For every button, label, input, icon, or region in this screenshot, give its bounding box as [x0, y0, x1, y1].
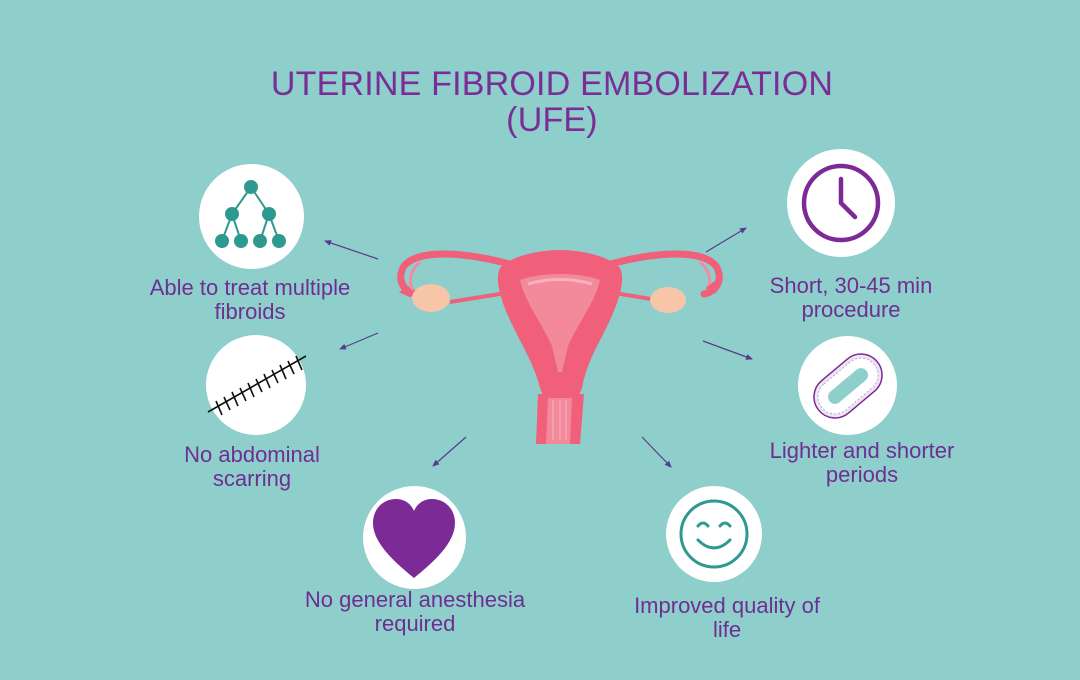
title-line-1: UTERINE FIBROID EMBOLIZATION: [270, 65, 834, 103]
clock-icon: [801, 163, 881, 243]
benefit-label-short-procedure: Short, 30-45 min procedure: [769, 273, 933, 322]
arrow-to-multiple-fibroids: [324, 240, 379, 260]
multiple-fibroids-icon-circle: [199, 164, 304, 269]
right-ovary: [650, 287, 686, 313]
smiley-face-icon: [679, 499, 749, 569]
no-scarring-icon-circle: [206, 335, 307, 435]
stitched-scar-icon: [207, 355, 307, 416]
benefit-label-no-anesthesia: No general anesthesia required: [304, 587, 526, 636]
title-line-2: (UFE): [506, 101, 598, 139]
benefit-label-no-scarring: No abdominal scarring: [184, 442, 320, 491]
quality-of-life-icon-circle: [666, 486, 762, 582]
arrow-to-no-scarring: [339, 332, 379, 350]
arrow-to-lighter-periods: [702, 340, 753, 360]
short-procedure-icon-circle: [787, 149, 895, 257]
benefit-label-lighter-periods: Lighter and shorter periods: [769, 438, 955, 487]
tree-diagram-icon: [215, 180, 286, 248]
left-ovary: [412, 284, 450, 312]
no-anesthesia-icon-circle: [363, 486, 466, 589]
page-title: UTERINE FIBROID EMBOLIZATION (UFE): [0, 66, 1080, 138]
sanitary-pad-icon: [813, 353, 883, 419]
arrow-to-quality-of-life: [641, 436, 672, 468]
arrow-to-short-procedure: [705, 227, 747, 253]
arrow-to-no-anesthesia: [432, 436, 467, 467]
heart-icon: [373, 499, 455, 578]
benefit-label-multiple-fibroids: Able to treat multiple fibroids: [149, 275, 351, 324]
lighter-periods-icon-circle: [798, 336, 897, 435]
benefit-label-quality-of-life: Improved quality of life: [634, 593, 820, 642]
